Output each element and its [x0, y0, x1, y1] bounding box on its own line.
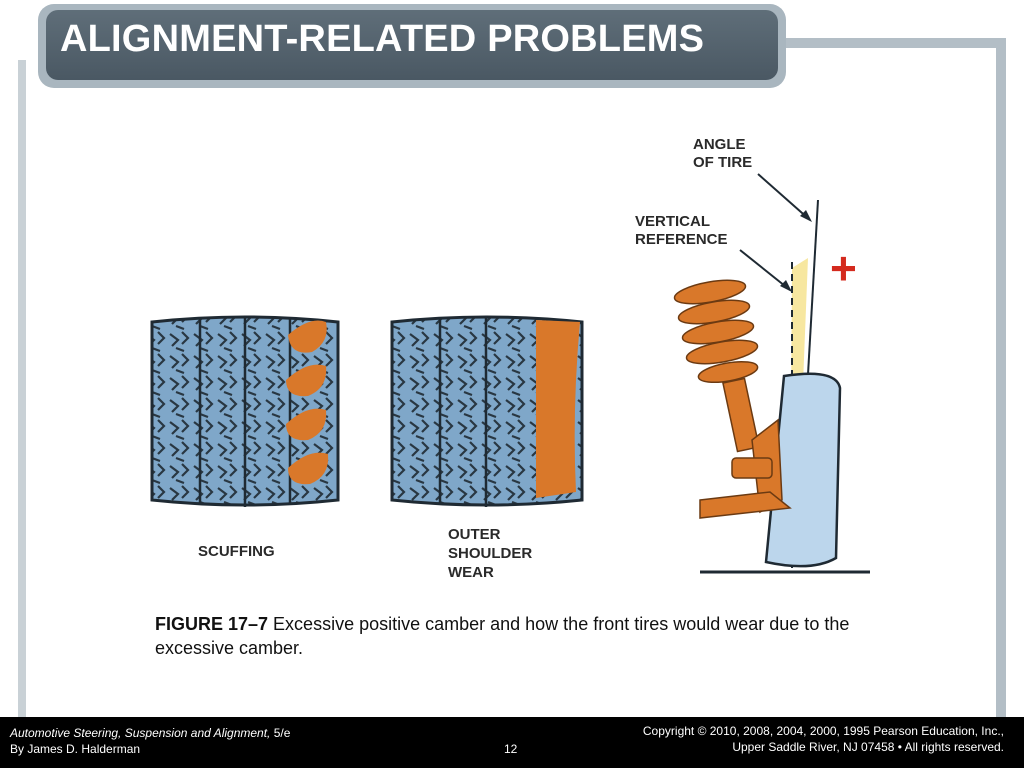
camber-suspension-illustration [673, 199, 842, 568]
camber-figure: SCUFFING OUTER SHOULDER WEAR ANGLE OF TI… [150, 136, 870, 581]
label-outer-line1: OUTER [448, 526, 501, 543]
cv-boot [731, 457, 773, 479]
angle-leader-line [757, 173, 811, 221]
caption-figure-number: FIGURE 17–7 [155, 614, 269, 634]
label-vertical-line2: REFERENCE [635, 231, 728, 248]
footer-copyright-line1: Copyright © 2010, 2008, 2004, 2000, 1995… [642, 724, 1004, 738]
footer-page-number: 12 [504, 742, 518, 756]
shoulder-wear-band [536, 320, 580, 498]
label-angle-line1: ANGLE [693, 136, 746, 153]
caption-text: Excessive positive camber and how the fr… [155, 614, 850, 658]
slide-frame-left [18, 60, 26, 718]
label-vertical-line1: VERTICAL [635, 213, 710, 230]
footer-book-title: Automotive Steering, Suspension and Alig… [10, 726, 290, 740]
vertical-leader-line [739, 249, 791, 291]
footer-copyright-line2: Upper Saddle River, NJ 07458 • All right… [732, 740, 1004, 754]
title-bar [46, 10, 778, 80]
footer-bar: Automotive Steering, Suspension and Alig… [0, 717, 1024, 768]
outer-shoulder-wear-tire-illustration [390, 315, 584, 507]
slide-frame-right [996, 38, 1006, 718]
control-arm [699, 491, 792, 519]
positive-camber-plus-sign: + [830, 242, 857, 294]
wheel-tire [764, 372, 842, 568]
label-scuffing: SCUFFING [198, 543, 275, 560]
footer-book-name: Automotive Steering, Suspension and Alig… [10, 726, 271, 740]
angle-arrowhead [800, 210, 812, 222]
label-outer-line3: WEAR [448, 564, 494, 581]
strut [722, 377, 760, 453]
footer-author: By James D. Halderman [10, 742, 141, 756]
scuffing-tire-illustration [150, 315, 340, 507]
coil-spring [673, 279, 759, 384]
slide-title: ALIGNMENT-RELATED PROBLEMS [60, 18, 705, 60]
vertical-arrowhead [780, 280, 792, 292]
scuff-wear-patches [286, 320, 329, 485]
footer-edition: 5/e [270, 726, 291, 740]
label-outer-line2: SHOULDER [448, 545, 532, 562]
label-angle-line2: OF TIRE [693, 154, 752, 171]
figure-caption: FIGURE 17–7 Excessive positive camber an… [155, 612, 855, 660]
